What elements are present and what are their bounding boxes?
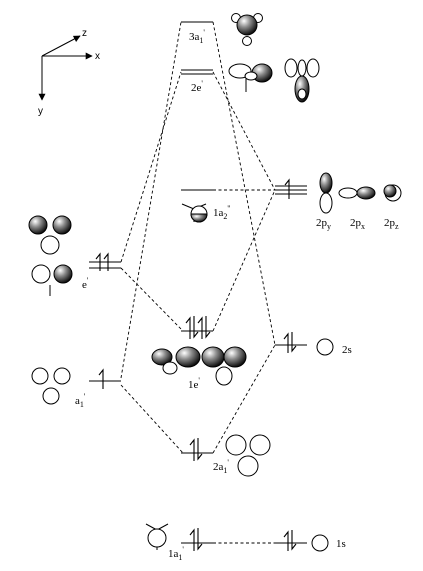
orbital-2py-picture (319, 172, 333, 214)
axes: z x y (38, 28, 100, 117)
energy-levels (89, 21, 307, 544)
label-2pz: 2pz (384, 217, 399, 231)
x-axis-label: x (95, 51, 100, 62)
left-labels: e' a1' (75, 276, 89, 409)
label-1a2pp: 1a2'' (213, 204, 231, 221)
orbital-2a1-picture (225, 434, 271, 477)
orbital-2e-picture-left (228, 63, 273, 92)
orbital-2pz-picture (383, 184, 402, 202)
label-left-e: e' (82, 276, 89, 291)
orbital-2s-picture (316, 338, 334, 356)
label-1e: 1e' (188, 376, 200, 391)
correlation-lines (120, 21, 276, 544)
orbital-2e-picture-right (284, 58, 320, 103)
label-left-a1: a1' (75, 392, 86, 409)
orbital-3a1-picture (231, 13, 263, 46)
z-axis-arrow (41, 35, 81, 57)
right-labels: 2py 2px 2pz 2s 1s (316, 217, 399, 550)
ligand-e-picture-lower (31, 264, 73, 296)
orbital-1a2pp-picture (181, 203, 208, 223)
orbital-1e-picture-right (201, 346, 247, 386)
label-2s: 2s (342, 344, 352, 356)
ligand-e-picture-upper (28, 215, 72, 255)
label-2px: 2px (350, 217, 365, 231)
orbital-2px-picture (338, 186, 376, 200)
z-axis-label: z (82, 28, 87, 39)
mo-labels: 3a1' 2e' 1a2'' 1e' 2a1' 1a1' (168, 28, 231, 562)
label-2py: 2py (316, 217, 331, 231)
label-2e: 2e' (191, 79, 203, 94)
orbital-1s-picture (311, 534, 329, 552)
orbital-1a1-picture (145, 523, 169, 550)
label-2a1: 2a1' (213, 458, 229, 475)
electrons (95, 178, 297, 551)
ligand-a1-picture (31, 367, 71, 405)
label-1a1: 1a1' (168, 545, 184, 562)
orbital-1e-picture-left (151, 346, 201, 375)
y-axis-label: y (38, 106, 43, 117)
label-3a1: 3a1' (189, 28, 205, 45)
label-1s: 1s (336, 538, 346, 550)
